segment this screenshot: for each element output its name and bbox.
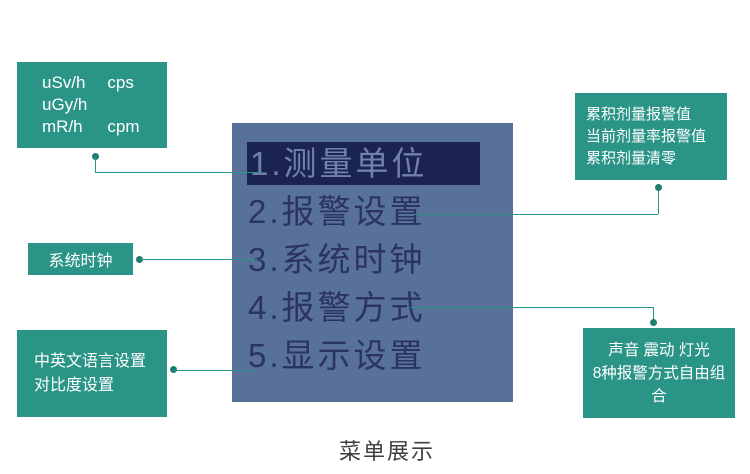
alarm-values-line: 当前剂量率报警值 (586, 127, 707, 145)
menu-item-alarm-mode[interactable]: 4.报警方式 (248, 289, 426, 326)
connector-dot (92, 153, 99, 160)
connector-line (95, 172, 262, 173)
device-menu-screen: 1.测量单位 2.报警设置 3.系统时钟 4.报警方式 5.显示设置 (232, 123, 513, 402)
unit-cps: cps (107, 73, 134, 92)
unit-blank (107, 94, 139, 116)
connector-line (412, 214, 658, 215)
connector-dot (136, 256, 143, 263)
alarm-modes-line: 声音 震动 灯光 (608, 341, 710, 359)
connector-line (174, 370, 254, 371)
unit-usvh: uSv/h (42, 73, 86, 92)
menu-item-display-settings[interactable]: 5.显示设置 (248, 337, 426, 374)
connector-line (658, 187, 659, 214)
callout-alarm-values: 累积剂量报警值 当前剂量率报警值 累积剂量清零 (575, 93, 727, 180)
unit-ugyh: uGy/h (42, 95, 88, 114)
connector-line (410, 307, 653, 308)
callout-units: uSv/h cps uGy/h mR/h cpm (17, 62, 167, 148)
callout-system-clock: 系统时钟 (28, 243, 133, 275)
menu-list: 1.测量单位 2.报警设置 3.系统时钟 4.报警方式 5.显示设置 (232, 142, 513, 377)
connector-line (95, 157, 96, 172)
connector-dot (655, 184, 662, 191)
connector-line (653, 307, 654, 322)
connector-line (140, 259, 258, 260)
alarm-values-line: 累积剂量报警值 (586, 105, 692, 123)
menu-item-alarm-settings[interactable]: 2.报警设置 (248, 193, 426, 230)
connector-dot (650, 319, 657, 326)
clock-label: 系统时钟 (48, 253, 113, 270)
unit-mrh: mR/h (42, 117, 83, 136)
unit-cpm: cpm (107, 117, 140, 136)
connector-dot (170, 366, 177, 373)
alarm-values-line: 累积剂量清零 (586, 149, 677, 167)
units-grid: uSv/h cps uGy/h mR/h cpm (42, 72, 139, 138)
contrast-line: 对比度设置 (34, 376, 115, 394)
menu-item-measure-unit[interactable]: 1.测量单位 (247, 142, 480, 185)
callout-alarm-modes: 声音 震动 灯光 8种报警方式自由组合 (583, 328, 735, 418)
callout-language-settings: 中英文语言设置 对比度设置 (17, 330, 167, 417)
menu-item-system-clock[interactable]: 3.系统时钟 (248, 241, 426, 278)
diagram-caption: 菜单展示 (338, 439, 435, 464)
language-line: 中英文语言设置 (34, 352, 147, 370)
alarm-modes-line: 8种报警方式自由组合 (592, 364, 726, 405)
